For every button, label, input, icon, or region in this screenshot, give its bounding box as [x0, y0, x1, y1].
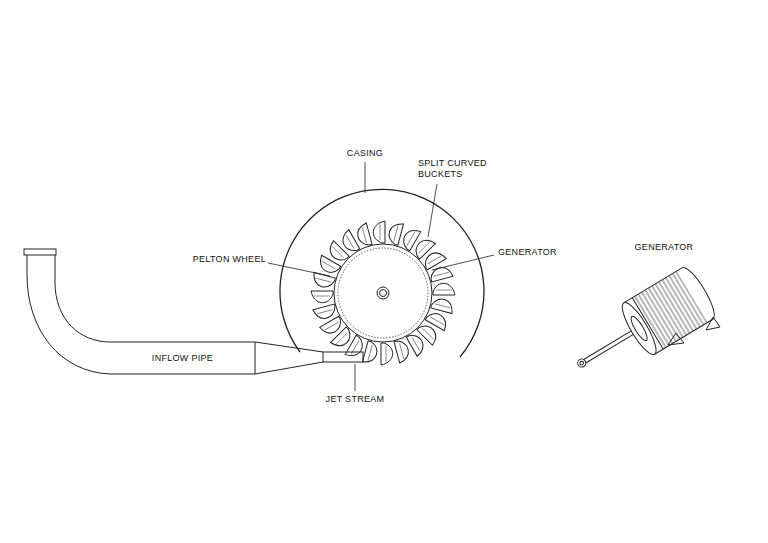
part-label: JET STREAM [326, 394, 385, 405]
bucket [381, 343, 393, 365]
bucket-split [436, 290, 452, 291]
hub [377, 287, 389, 299]
bucket-split [316, 278, 331, 282]
motor-foot [668, 333, 684, 345]
bucket [421, 249, 446, 270]
wheel-disk [334, 244, 432, 342]
bucket-split [412, 337, 420, 351]
buckets [311, 221, 455, 365]
part-label: CASING [347, 148, 383, 159]
bucket-split [317, 310, 332, 314]
part-label: INFLOW PIPE [152, 353, 213, 363]
bucket-split [433, 272, 448, 276]
leader [432, 255, 494, 270]
nozzle-joint [255, 342, 256, 374]
bucket-split [380, 224, 381, 240]
bucket [339, 230, 360, 255]
bucket-split [423, 328, 434, 339]
bucket [355, 223, 372, 247]
bucket-split [314, 296, 330, 297]
bucket [320, 316, 345, 337]
bucket-split [346, 235, 354, 249]
bucket [394, 339, 411, 363]
leader [428, 184, 437, 237]
bucket-split [435, 304, 450, 308]
leader [365, 162, 366, 193]
hub-inner [380, 290, 387, 297]
bucket-split [430, 317, 444, 325]
part-label: SPLIT CURVED BUCKETS [418, 158, 498, 180]
bucket-split [386, 346, 387, 362]
motor-foot [706, 317, 720, 330]
part-label: GENERATOR [498, 247, 557, 258]
bucket-split [400, 343, 404, 358]
bucket [313, 304, 337, 321]
bucket [431, 297, 455, 314]
pipe-section: INFLOW PIPE [110, 342, 255, 374]
bucket-split [368, 345, 372, 360]
pipe-outer [27, 255, 323, 374]
bucket-split [418, 242, 429, 253]
bucket-split [336, 333, 347, 344]
bucket-split [407, 232, 415, 246]
casing-outline [280, 189, 484, 357]
bucket [373, 221, 385, 243]
bucket [406, 331, 427, 356]
bucket-split [427, 256, 441, 264]
bucket-split [325, 322, 339, 330]
leader [355, 364, 356, 391]
bucket-split [362, 227, 366, 242]
pipe-inner [55, 255, 323, 352]
bucket [311, 272, 335, 289]
part-label: PELTON WHEEL [193, 254, 266, 265]
bucket [433, 283, 455, 295]
jet [323, 352, 363, 362]
pipe-flange [24, 249, 56, 255]
bucket-split [394, 226, 398, 241]
bucket [311, 291, 333, 303]
bucket [387, 221, 404, 245]
bucket-split [332, 246, 343, 257]
generator-motor [563, 264, 720, 391]
generator-ring [338, 248, 428, 338]
bucket-split [322, 261, 336, 269]
bucket [362, 341, 379, 365]
leader [268, 263, 330, 276]
part-label: GENERATOR [635, 242, 694, 253]
